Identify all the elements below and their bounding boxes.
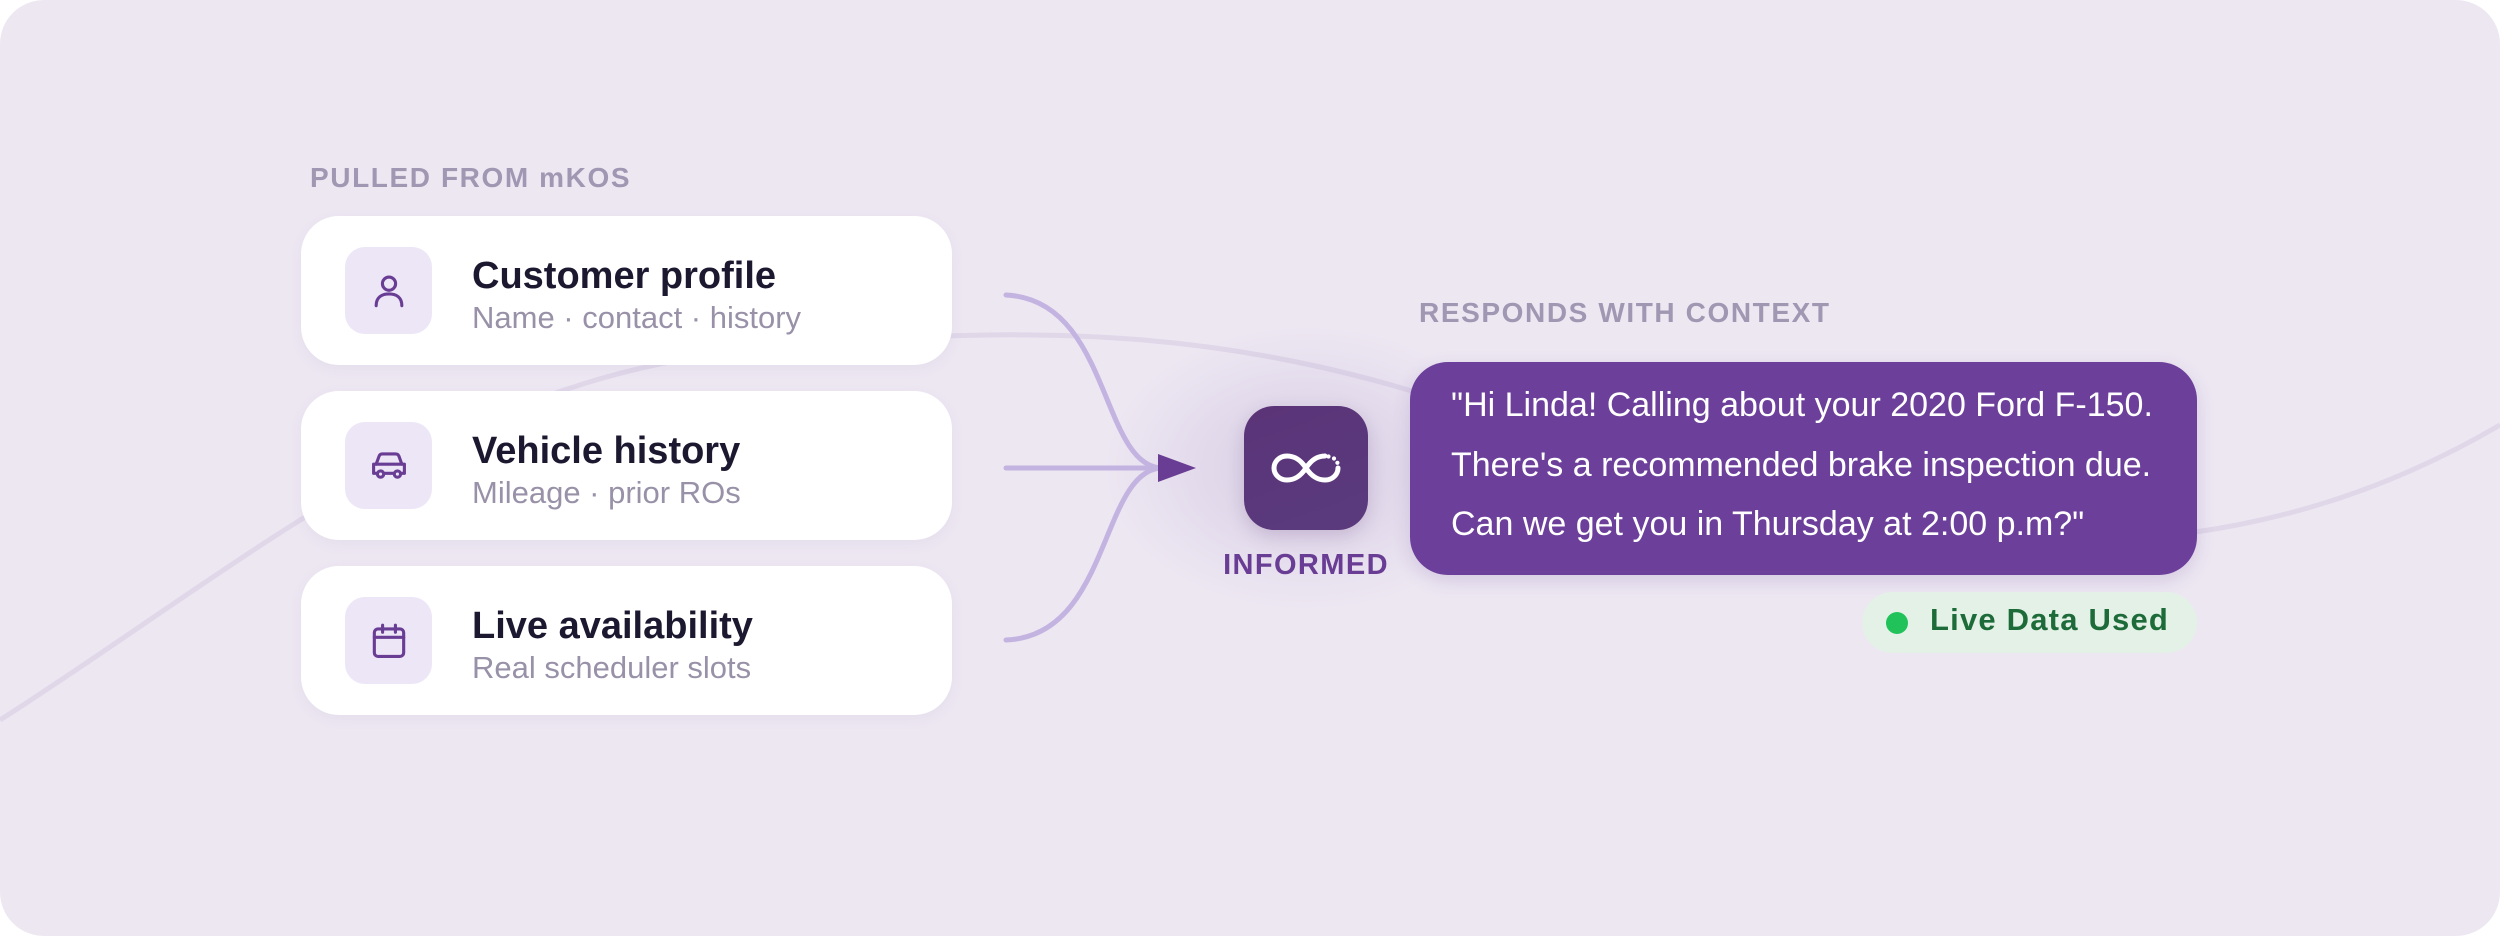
source-card-live-availability: Live availability Real scheduler slots bbox=[301, 566, 952, 715]
source-card-customer-profile: Customer profile Name · contact · histor… bbox=[301, 216, 952, 365]
message-line: There's a recommended brake inspection d… bbox=[1451, 446, 2152, 484]
response-heading: RESPONDS WITH CONTEXT bbox=[1419, 297, 1831, 328]
connector-customer-profile bbox=[1003, 292, 1163, 471]
person-icon bbox=[345, 247, 432, 334]
infinity-logo-icon bbox=[1271, 453, 1341, 483]
live-data-badge: Live Data Used bbox=[1862, 592, 2197, 653]
source-title: Live availability bbox=[472, 605, 753, 647]
source-subtitle: Real scheduler slots bbox=[472, 650, 752, 685]
badge-label: Live Data Used bbox=[1930, 602, 2170, 637]
source-title: Vehicle history bbox=[472, 430, 741, 472]
message-line: Can we get you in Thursday at 2:00 p.m?" bbox=[1451, 505, 2085, 543]
car-icon bbox=[345, 422, 432, 509]
source-title: Customer profile bbox=[472, 255, 777, 297]
response-message-bubble: "Hi Linda! Calling about your 2020 Ford … bbox=[1410, 362, 2197, 575]
source-card-vehicle-history: Vehicle history Mileage · prior ROs bbox=[301, 391, 952, 540]
hub-logo bbox=[1244, 406, 1368, 530]
sources-heading: PULLED FROM mKOS bbox=[310, 162, 632, 193]
calendar-icon bbox=[345, 597, 432, 684]
connector-live-availability bbox=[1003, 465, 1163, 643]
message-line: "Hi Linda! Calling about your 2020 Ford … bbox=[1451, 386, 2153, 424]
connector-arrowhead bbox=[1158, 454, 1196, 482]
source-subtitle: Mileage · prior ROs bbox=[472, 475, 741, 510]
source-subtitle: Name · contact · history bbox=[472, 300, 802, 335]
hub-label: INFORMED bbox=[1223, 549, 1389, 581]
status-dot-icon bbox=[1886, 612, 1908, 634]
